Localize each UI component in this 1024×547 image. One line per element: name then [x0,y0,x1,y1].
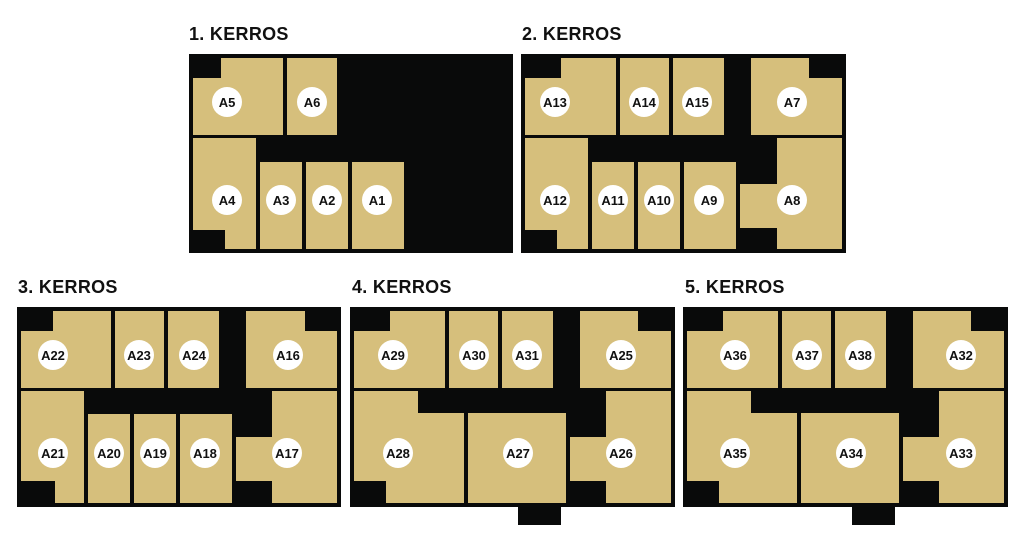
unit-label: A28 [383,438,413,468]
unit-a12[interactable] [525,138,588,230]
unit-label: A13 [540,87,570,117]
room-part [740,184,777,228]
unit-label: A22 [38,340,68,370]
room-part [305,331,337,388]
room-part [903,437,939,481]
floor-1-title: 1. KERROS [189,24,289,44]
unit-label: A24 [179,340,209,370]
room-part [236,437,272,481]
unit-label: A2 [312,185,342,215]
unit-label: A17 [272,438,302,468]
floor-4-title: 4. KERROS [352,277,452,297]
room-part [638,331,671,388]
unit-label: A4 [212,185,242,215]
unit-label: A34 [836,438,866,468]
unit-label: A12 [540,185,570,215]
unit-label: A6 [297,87,327,117]
room-part [55,481,84,503]
unit-label: A36 [720,340,750,370]
floor-4-plan: A29 A30 A31 A25 A28 A27 A26 [350,307,675,507]
room-part [354,391,418,413]
unit-label: A38 [845,340,875,370]
unit-label: A7 [777,87,807,117]
unit-a4[interactable] [193,138,256,230]
unit-label: A1 [362,185,392,215]
unit-label: A16 [273,340,303,370]
unit-label: A3 [266,185,296,215]
unit-label: A27 [503,438,533,468]
unit-label: A26 [606,438,636,468]
room-part [225,230,256,249]
floor-5-plan: A36 A37 A38 A32 A35 A34 A33 [683,307,1008,507]
room-part [557,230,588,249]
unit-label: A35 [720,438,750,468]
unit-label: A9 [694,185,724,215]
unit-label: A18 [190,438,220,468]
room-part [687,331,723,388]
floor-2-title: 2. KERROS [522,24,622,44]
room-part [386,481,464,503]
unit-label: A11 [598,185,628,215]
unit-label: A21 [38,438,68,468]
unit-label: A30 [459,340,489,370]
unit-label: A29 [378,340,408,370]
room-part [971,331,1004,388]
unit-label: A25 [606,340,636,370]
unit-label: A15 [682,87,712,117]
room-part [809,78,842,135]
floor-3-title: 3. KERROS [18,277,118,297]
stairwell [518,506,561,525]
unit-label: A14 [629,87,659,117]
floor-2-plan: A13 A14 A15 A7 A12 A11 A10 A9 A8 [521,54,846,253]
stairwell [852,506,895,525]
room-part [570,437,606,481]
unit-label: A31 [512,340,542,370]
room-part [687,391,751,413]
unit-label: A19 [140,438,170,468]
unit-label: A20 [94,438,124,468]
unit-label: A5 [212,87,242,117]
floor-5-title: 5. KERROS [685,277,785,297]
unit-label: A37 [792,340,822,370]
unit-label: A8 [777,185,807,215]
unit-label: A23 [124,340,154,370]
room-part [719,481,797,503]
unit-label: A33 [946,438,976,468]
unit-a13[interactable] [561,58,616,135]
unit-label: A10 [644,185,674,215]
unit-label: A32 [946,340,976,370]
floor-3-plan: A22 A23 A24 A16 A21 A20 A19 A18 A17 [17,307,341,507]
floor-1-plan: A5 A6 A4 A3 A2 A1 [189,54,513,253]
